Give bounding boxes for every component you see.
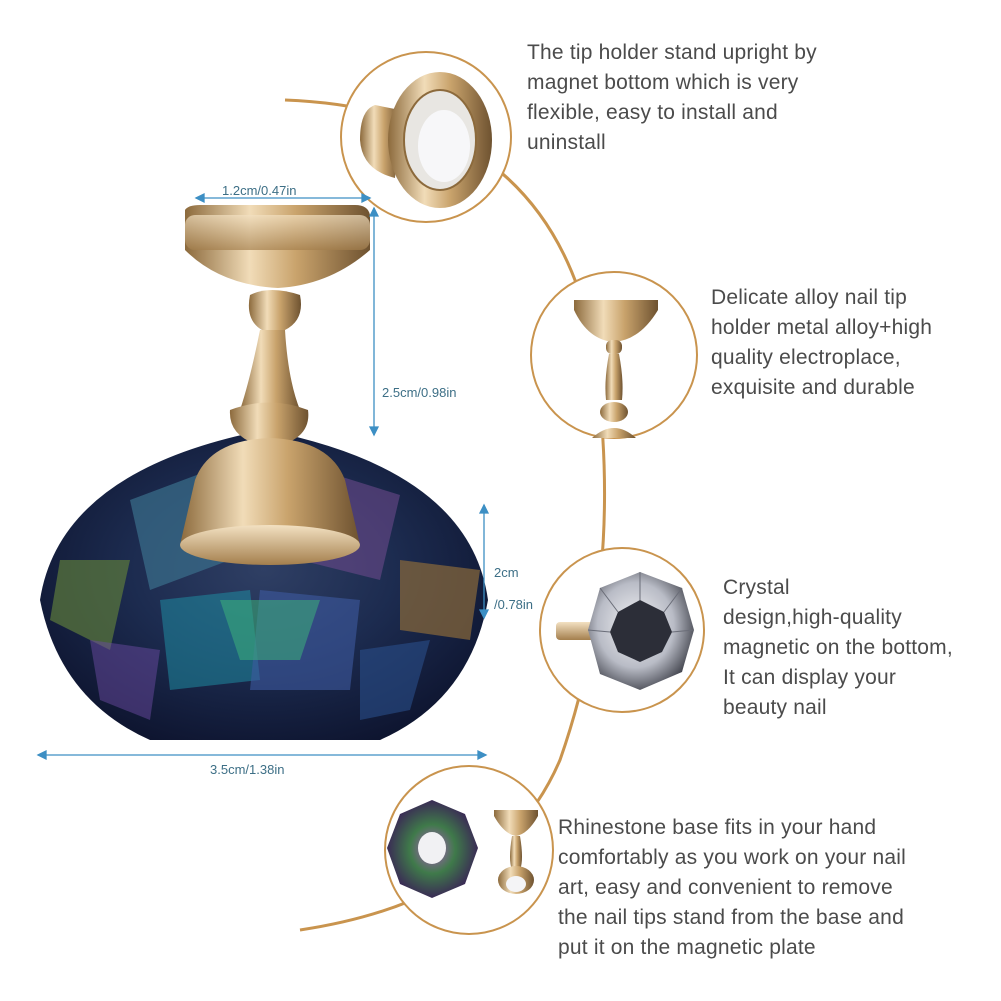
magnet-bottom-icon: [340, 51, 512, 223]
crystal-base-main: [40, 430, 488, 740]
feature-text-magnet: The tip holder stand upright by magnet b…: [527, 41, 817, 154]
dimension-lines: [36, 192, 490, 761]
crystal-base-icon: [539, 547, 705, 713]
feature-text-crystal: Crystal design,high-quality magnetic on …: [723, 576, 953, 719]
alloy-holder-icon: [530, 271, 698, 439]
feature-text-rhinestone: Rhinestone base fits in your hand comfor…: [558, 816, 907, 959]
base-height-line2: /0.78in: [494, 597, 534, 612]
base-height-dimension-label: 2cm /0.78in: [494, 549, 533, 613]
gold-stand-main: [180, 205, 370, 565]
height-dimension-label: 2.5cm/0.98in: [382, 385, 457, 400]
base-height-line1: 2cm: [494, 565, 519, 580]
feature-text-alloy: Delicate alloy nail tip holder metal all…: [711, 286, 933, 399]
rhinestone-base-icon: [384, 765, 554, 935]
width-dimension-label: 1.2cm/0.47in: [222, 183, 297, 198]
base-width-dimension-label: 3.5cm/1.38in: [210, 762, 285, 777]
